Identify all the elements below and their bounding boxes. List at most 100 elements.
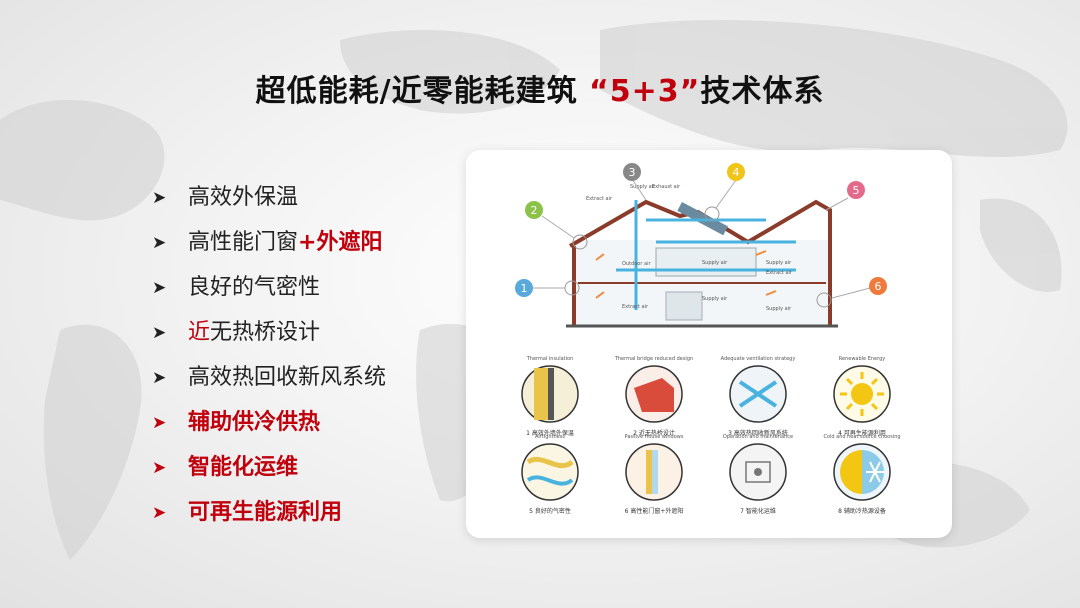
arrow-bullet-icon: ➤ [152, 187, 167, 208]
window-frame-icon [646, 450, 652, 494]
airflow-label: Supply air [766, 306, 792, 312]
list-item: ➤ 高性能门窗+外遮阳 [152, 220, 386, 265]
marker-6: 6 [869, 277, 887, 295]
icon-heading: Operation and maintenance [723, 434, 793, 440]
marker-circle [525, 201, 543, 219]
airflow-arrows [595, 250, 777, 299]
diagram-panel: Extract air Supply air Exhaust air Outdo… [466, 150, 952, 538]
arrow-bullet-icon: ➤ [152, 277, 167, 298]
icon-caption: 5 良好的气密性 [529, 507, 571, 515]
icon-heading: Cold and heat source choosing [823, 434, 900, 440]
technology-list: ➤高效外保温 ➤高性能门窗+外遮阳 ➤良好的气密性 ➤近无热桥设计 ➤高效热回收… [152, 175, 386, 535]
numbered-markers: 1 2 3 4 5 6 [515, 163, 887, 297]
icon-caption: 2 近无热桥设计 [633, 429, 675, 437]
marker-2: 2 [525, 201, 543, 219]
list-item: ➤ 辅助供冷供热 [152, 400, 386, 445]
icon-heading: Adequate ventilation strategy [721, 356, 796, 362]
item-text: 无热桥设计 [210, 319, 321, 345]
icon-caption: 1 高效外墙外保温 [526, 429, 574, 437]
list-item: ➤可再生能源利用 [152, 490, 386, 535]
title-prefix: 超低能耗/近零能耗建筑 [255, 74, 590, 109]
marker-5: 5 [847, 181, 865, 199]
airflow-label: Supply air [702, 296, 728, 302]
marker-number: 2 [531, 204, 538, 217]
thermal-bridge-detail-icon [634, 378, 674, 412]
sun-half-icon [840, 450, 862, 494]
leader-line [631, 178, 647, 201]
icon-airtightness: Airtightness 5 良好的气密性 [521, 434, 579, 515]
building-section: Extract air Supply air Exhaust air Outdo… [532, 178, 871, 328]
wall-layer-icon [548, 368, 554, 420]
icon-heading: Thermal insulation [526, 356, 574, 362]
detail-callout [816, 292, 832, 308]
marker-3: 3 [623, 163, 641, 181]
control-knob-icon [754, 468, 762, 476]
airflow-cross-icon [738, 380, 778, 408]
icon-thermal-insulation: Thermal insulation 1 高效外墙外保温 [521, 356, 579, 437]
window-glass-icon [652, 450, 658, 494]
sun-icon [851, 383, 873, 405]
airflow-label: Extract air [622, 304, 649, 310]
item-text: 高效热回收新风系统 [188, 364, 387, 390]
page-title: 超低能耗/近零能耗建筑 “5+3”技术体系 [0, 66, 1080, 110]
insulation-layer-icon [534, 368, 548, 420]
icon-caption: 8 辅助冷热源设备 [838, 507, 886, 515]
marker-number: 1 [521, 282, 528, 295]
marker-number: 3 [629, 166, 636, 179]
airflow-label: Outdoor air [622, 261, 651, 267]
snowflake-icon [866, 461, 884, 483]
marker-circle [515, 279, 533, 297]
marker-circle [847, 181, 865, 199]
marker-number: 6 [875, 280, 882, 293]
icon-heading: Airtightness [535, 434, 565, 440]
marker-4: 4 [727, 163, 745, 181]
airtightness-icon [521, 443, 579, 501]
icon-caption: 4 可再生能源利用 [838, 429, 886, 437]
icon-heading: Passive House windows [625, 434, 684, 440]
icon-heading: Renewable Energy [839, 356, 885, 362]
leader-line [831, 287, 871, 299]
airflow-label: Extract air [766, 270, 793, 276]
item-text: 高性能门窗 [188, 229, 299, 255]
arrow-bullet-icon: ➤ [152, 457, 167, 478]
control-panel-icon [745, 461, 771, 483]
icon-heading: Thermal bridge reduced design [614, 356, 693, 362]
icon-thermal-bridge: Thermal bridge reduced design 2 近无热桥设计 [614, 356, 693, 437]
detail-callout [572, 234, 588, 250]
airflow-label: Exhaust air [652, 184, 681, 190]
airflow-label: Supply air [630, 184, 656, 190]
list-item: ➤ 高效热回收新风系统 [152, 355, 386, 400]
item-text-highlight: 近 [188, 319, 211, 345]
icon-cold-heat-source: Cold and heat source choosing 8 辅助冷热源设备 [823, 434, 900, 515]
icon-renewable-energy: Renewable Energy 4 可再生能源利用 [833, 356, 891, 437]
icon-operation: Operation and maintenance 7 智能化运维 [723, 434, 793, 515]
arrow-bullet-icon: ➤ [152, 412, 167, 433]
list-item: ➤ 近无热桥设计 [152, 310, 386, 355]
marker-number: 4 [733, 166, 740, 179]
arrow-bullet-icon: ➤ [152, 502, 167, 523]
sun-rays-icon [840, 372, 884, 416]
airflow-label: Supply air [766, 260, 792, 266]
leader-line [825, 197, 849, 211]
duct-network [616, 200, 796, 310]
arrow-bullet-icon: ➤ [152, 367, 167, 388]
item-text: 智能化运维 [188, 454, 299, 480]
leader-line [541, 215, 575, 239]
marker-circle [623, 163, 641, 181]
leader-line [715, 179, 737, 209]
icon-caption: 7 智能化运维 [740, 507, 776, 515]
title-accent: “5+3” [589, 74, 701, 109]
item-text-highlight: +外遮阳 [298, 229, 383, 255]
title-suffix: 技术体系 [700, 74, 825, 109]
list-item: ➤ 智能化运维 [152, 445, 386, 490]
interior-furniture [665, 291, 703, 321]
air-wave-icon [526, 475, 574, 486]
arrow-bullet-icon: ➤ [152, 232, 167, 253]
item-text: 良好的气密性 [188, 274, 321, 300]
icon-caption: 3 高效热回收新风系统 [728, 429, 788, 437]
item-text: 辅助供冷供热 [188, 409, 321, 435]
arrow-bullet-icon: ➤ [152, 322, 167, 343]
detail-callout [704, 206, 720, 222]
building-diagram: Extract air Supply air Exhaust air Outdo… [515, 163, 901, 515]
icon-caption: 6 高性能门窗+外遮阳 [625, 507, 684, 515]
